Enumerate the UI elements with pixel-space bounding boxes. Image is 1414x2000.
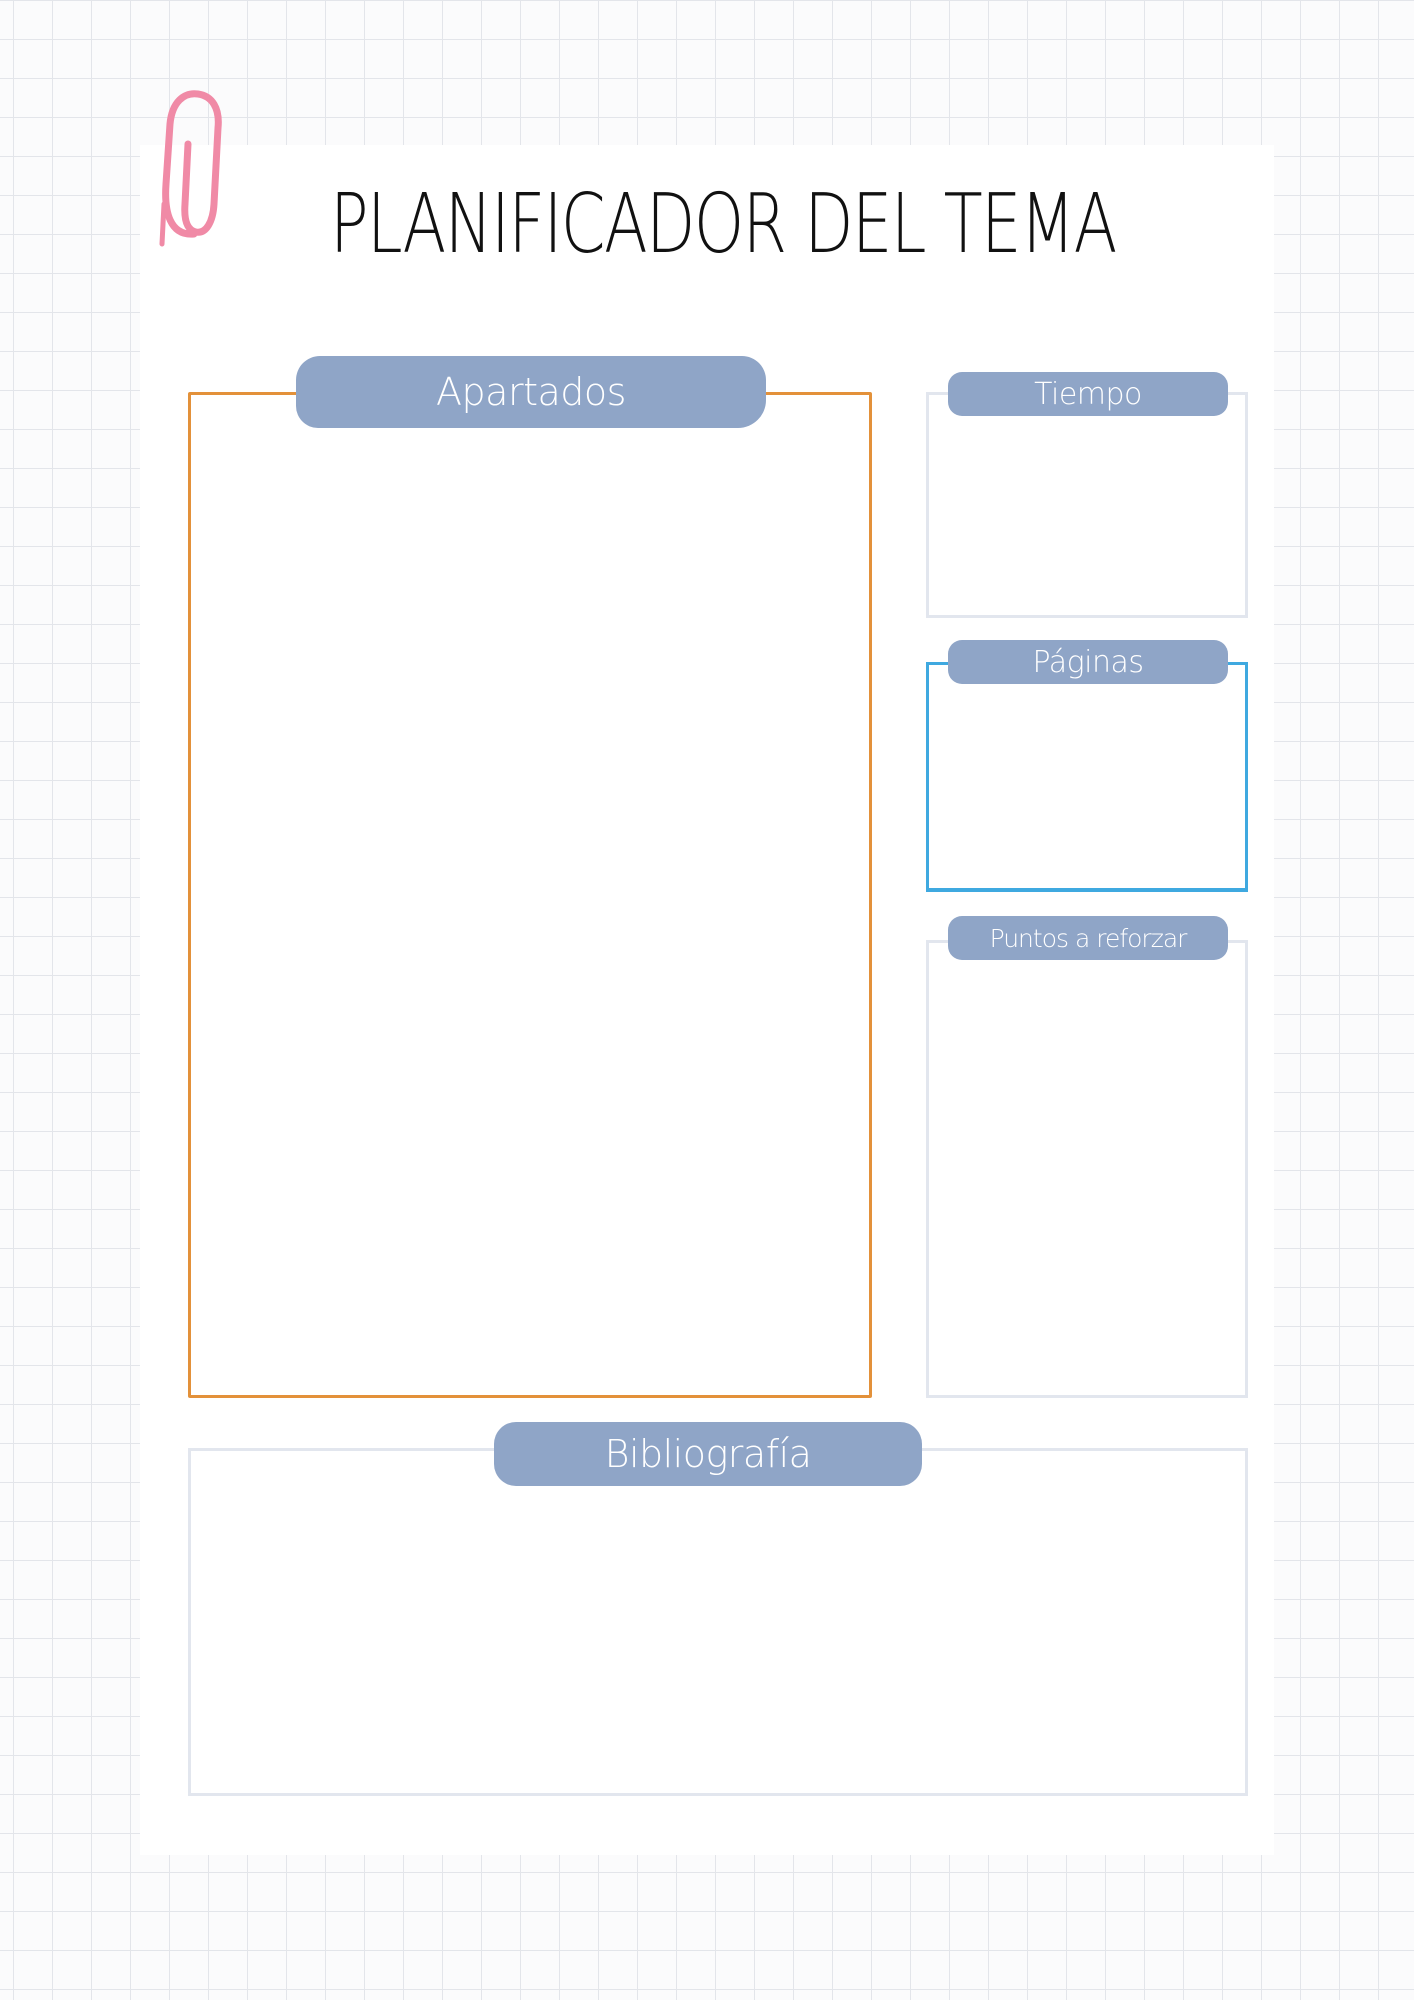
planner-sheet — [140, 145, 1274, 1855]
tiempo-label: Tiempo — [948, 372, 1228, 416]
tiempo-box[interactable] — [926, 392, 1248, 618]
paginas-box[interactable] — [926, 662, 1248, 892]
apartados-box[interactable] — [188, 392, 872, 1398]
puntos-a-reforzar-label: Puntos a reforzar — [948, 916, 1228, 960]
puntos-a-reforzar-box[interactable] — [926, 940, 1248, 1398]
page-title: PLANIFICADOR DEL TEMA — [330, 177, 1117, 272]
bibliografia-label: Bibliografía — [494, 1422, 922, 1486]
paperclip-icon — [159, 90, 222, 247]
bibliografia-box[interactable] — [188, 1448, 1248, 1796]
paginas-label: Páginas — [948, 640, 1228, 684]
apartados-label: Apartados — [296, 356, 766, 428]
